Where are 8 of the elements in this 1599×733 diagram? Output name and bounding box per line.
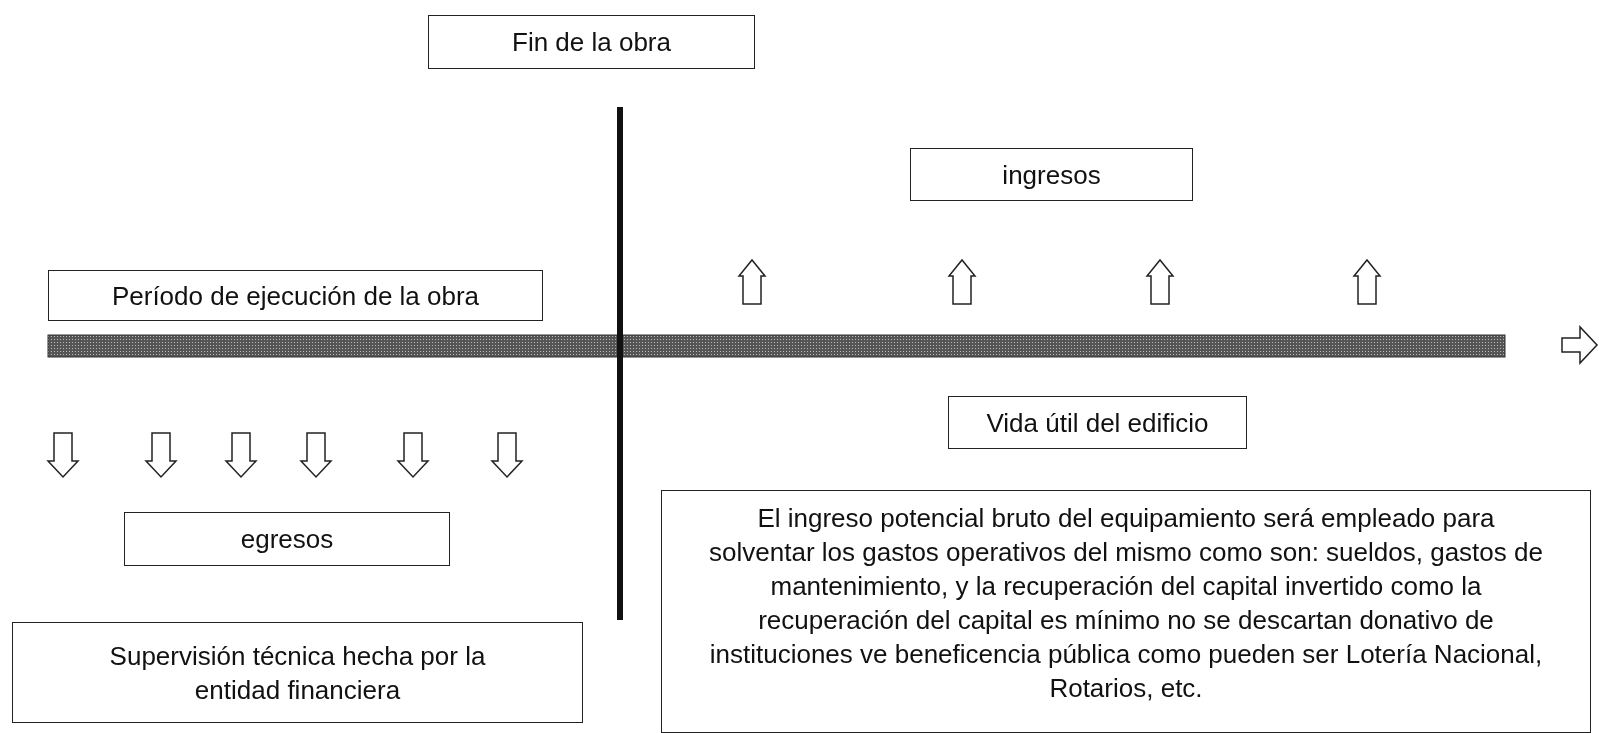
note-box: El ingreso potencial bruto del equipamiento será empleado para solventar los gastos operativos del mismo como son: sueldos, gastos de mantenimiento, y la recuperación del capital invertido como la recuperación del capital es mínimo no se descartan donativo de instituciones ve beneficencia pública como pueden ser Lotería Nacional, Rotarios, etc. xyxy=(661,490,1591,733)
milestone-box: Fin de la obra xyxy=(428,15,755,69)
period-box: Período de ejecución de la obra xyxy=(48,270,543,321)
expense-box: egresos xyxy=(124,512,450,566)
period-box: Vida útil del edificio xyxy=(948,396,1247,449)
income-box: ingresos xyxy=(910,148,1193,201)
timeline-bar xyxy=(47,334,1506,358)
note-box: Supervisión técnica hecha por la entidad financiera xyxy=(12,622,583,723)
